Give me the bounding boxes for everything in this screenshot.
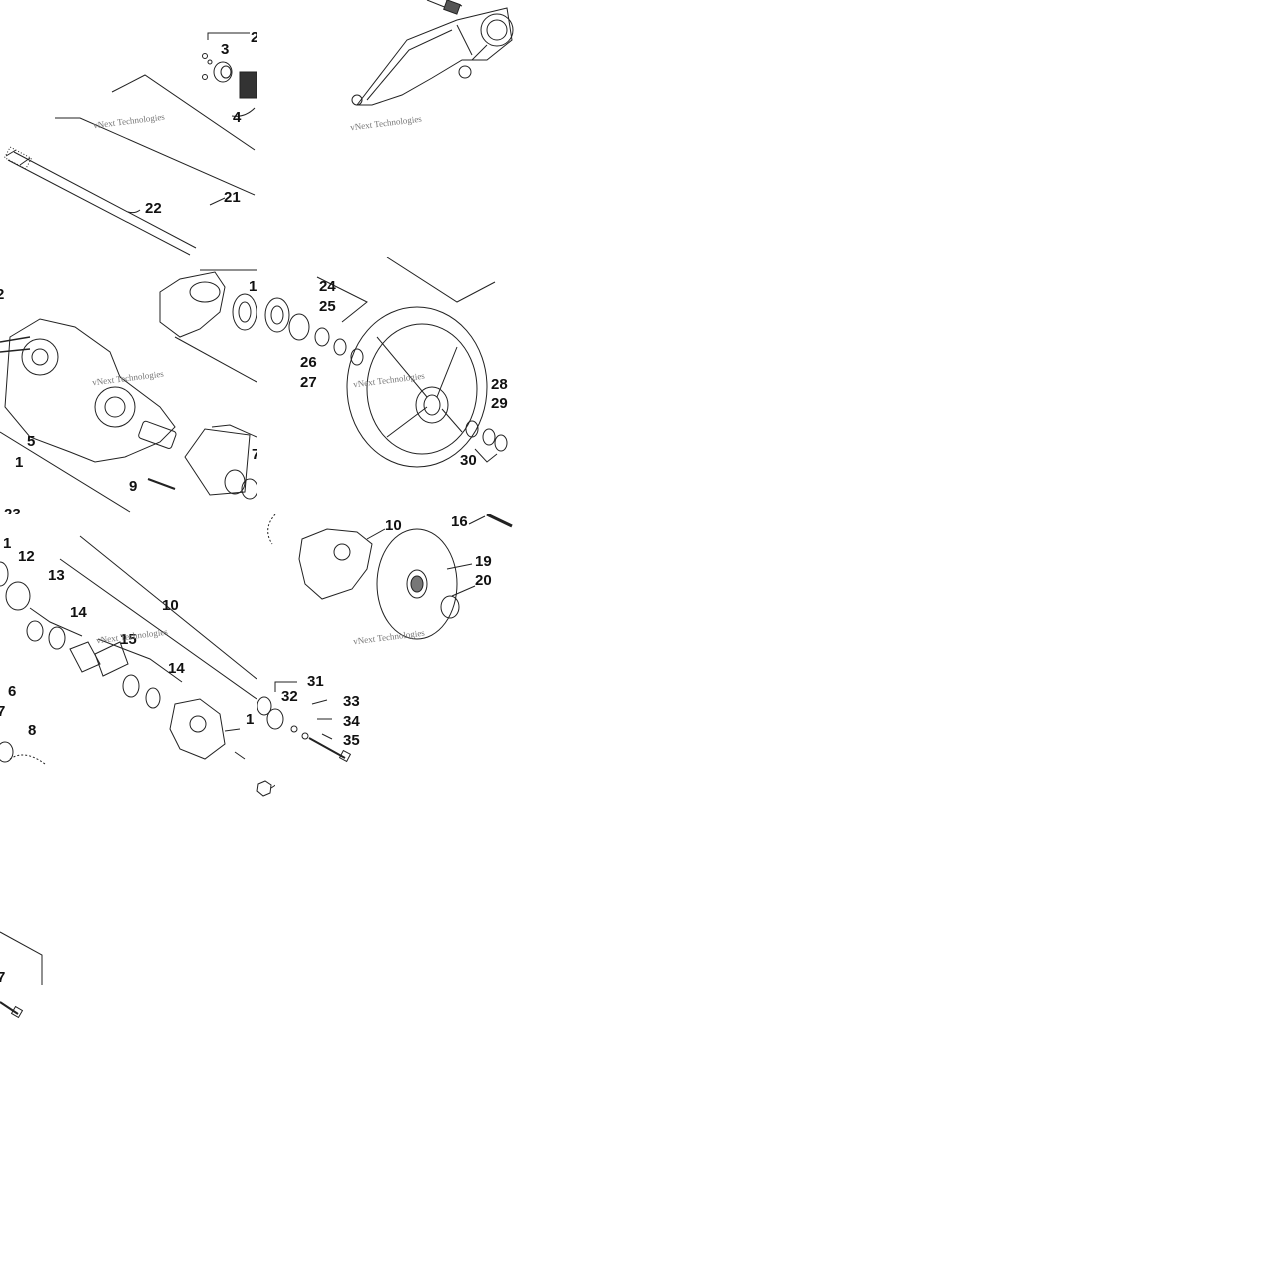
callout-30: 30 — [460, 452, 477, 469]
callout-28: 28 — [491, 376, 508, 393]
callout-1: 1 — [3, 535, 12, 552]
tile-middle-left: 2 23 1 5 1 9 7 23 vNext Technologies — [0, 257, 257, 514]
chaincase-assembly-drawing — [0, 269, 257, 513]
callout-10: 10 — [385, 517, 402, 534]
callout-4: 4 — [233, 109, 242, 126]
callout-7: 7 — [0, 703, 6, 720]
callout-14: 14 — [168, 660, 185, 677]
callout-33: 33 — [343, 693, 360, 710]
tile-lower-fragment: 7 — [0, 930, 45, 1030]
callout-2: 2 — [0, 286, 5, 303]
callout-14: 14 — [70, 604, 87, 621]
callout-1: 1 — [246, 711, 255, 728]
callout-35: 35 — [343, 732, 360, 749]
callout-6: 6 — [8, 683, 17, 700]
callout-34: 34 — [343, 713, 360, 730]
brake-assembly-drawing — [0, 535, 257, 765]
tile-bottom-left: 1 12 13 14 10 15 14 6 7 8 1 vNext Techno… — [0, 514, 257, 771]
callout-8: 8 — [28, 722, 37, 739]
callout-7: 7 — [252, 446, 257, 463]
callout-22: 22 — [145, 200, 162, 217]
callout-1: 1 — [15, 454, 24, 471]
callout-5: 5 — [27, 433, 36, 450]
callout-9: 9 — [129, 478, 138, 495]
callout-15: 15 — [120, 631, 137, 648]
callout-23: 23 — [4, 507, 21, 514]
callout-31: 31 — [307, 673, 324, 690]
tile-top-left: 2 3 4 22 21 vNext Technologies — [0, 0, 257, 257]
callout-7: 7 — [0, 969, 6, 986]
callout-3: 3 — [221, 41, 230, 58]
bolt-fragment-drawing — [0, 931, 43, 1019]
callout-32: 32 — [281, 688, 298, 705]
callout-13: 13 — [48, 567, 65, 584]
tile-middle-right: 24 25 26 27 28 29 30 vNext Technologies — [257, 257, 514, 514]
callout-21: 21 — [224, 189, 241, 206]
callout-1: 1 — [249, 278, 257, 295]
callout-26: 26 — [300, 354, 317, 371]
driven-clutch-drawing — [264, 257, 508, 468]
tile-bottom-right: 10 16 19 20 31 32 33 34 35 18 vNext Tech… — [257, 514, 514, 771]
tile-top-right: vNext Technologies — [257, 0, 514, 257]
nut-18-drawing — [256, 780, 275, 797]
shaft-assembly-drawing — [3, 32, 257, 256]
suspension-arm-drawing — [351, 0, 514, 106]
callout-16: 16 — [451, 514, 468, 530]
callout-20: 20 — [475, 572, 492, 589]
callout-19: 19 — [475, 553, 492, 570]
callout-12: 12 — [18, 548, 35, 565]
brake-disc-drawing — [257, 514, 513, 763]
callout-29: 29 — [491, 395, 508, 412]
callout-10: 10 — [162, 597, 179, 614]
callout-24: 24 — [319, 278, 336, 295]
callout-2: 2 — [251, 29, 257, 46]
callout-25: 25 — [319, 298, 336, 315]
callout-27: 27 — [300, 374, 317, 391]
